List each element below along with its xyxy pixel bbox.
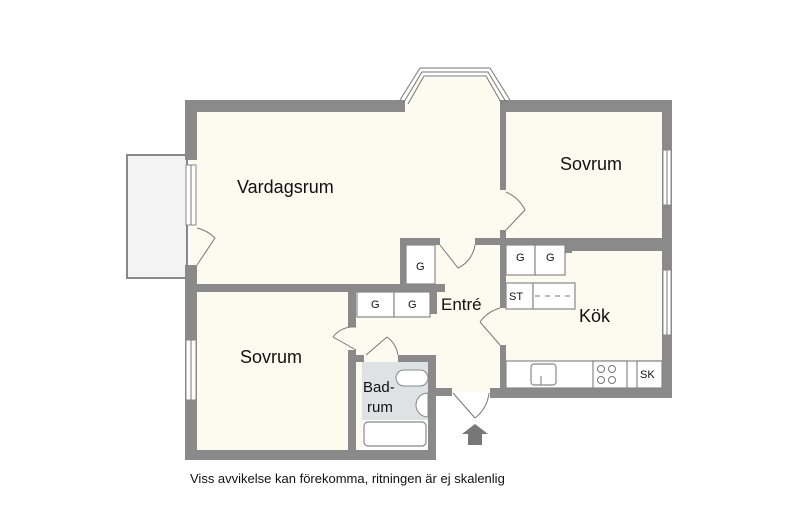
doors — [196, 191, 526, 419]
kitchen-fixtures — [505, 282, 663, 389]
washbasin-icon — [415, 392, 429, 418]
room-label-hall: Entré — [441, 295, 482, 314]
wardrobe-label: G — [546, 252, 555, 264]
bathroom-fixtures — [363, 369, 429, 447]
sink-icon — [530, 363, 557, 386]
wardrobe-label: G — [371, 299, 380, 311]
entrance-arrow-icon — [462, 424, 488, 445]
room-label-bedroom-bottom: Sovrum — [240, 347, 302, 367]
stove-area-label: ST — [509, 291, 523, 303]
stove-icon — [592, 360, 628, 389]
wardrobes — [356, 244, 566, 318]
wardrobe-label: G — [516, 252, 525, 264]
disclaimer-text: Viss avvikelse kan förekomma, ritningen … — [190, 471, 505, 486]
room-label-living-room: Vardagsrum — [237, 177, 334, 197]
toilet-icon — [395, 369, 429, 387]
wardrobe-label: G — [408, 299, 417, 311]
room-label-bathroom: Bad- — [363, 379, 395, 396]
balcony — [126, 154, 188, 279]
bathtub-icon — [363, 421, 427, 447]
windows — [185, 67, 672, 401]
wardrobe-label: G — [416, 261, 425, 273]
fridge-label: SK — [640, 369, 655, 381]
room-label-bedroom-top: Sovrum — [560, 154, 622, 174]
room-label-bathroom: rum — [367, 399, 393, 416]
room-label-kitchen: Kök — [579, 306, 611, 326]
